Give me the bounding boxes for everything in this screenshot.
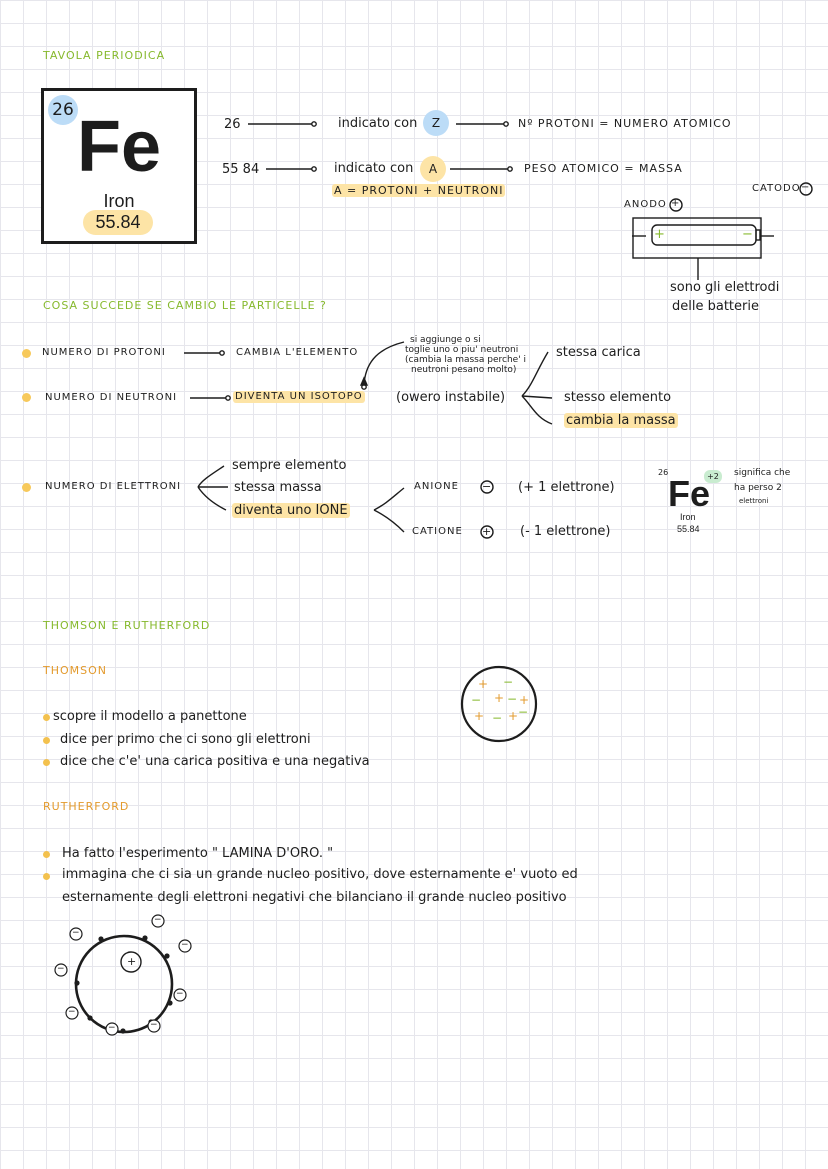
a-result: PESO ATOMICO = MASSA: [524, 162, 683, 175]
bullet: [43, 714, 50, 721]
z-letter: Z: [423, 110, 449, 136]
z-result: Nº PROTONI = NUMERO ATOMICO: [518, 117, 732, 130]
thomson-bullet-2: dice per primo che ci sono gli elettroni: [60, 732, 311, 747]
ion-mass: 55.84: [677, 524, 700, 534]
rutherford-bullet-2-line-1: immagina che ci sia un grande nucleo pos…: [62, 867, 578, 882]
page-title: TAVOLA PERIODICA: [43, 49, 166, 62]
charge-sign: +: [478, 677, 489, 691]
ion-symbol: Fe: [668, 473, 711, 514]
bullet: [22, 483, 31, 492]
charge-sign: −: [518, 705, 529, 719]
z-text: indicato con: [338, 116, 418, 131]
bullet: [22, 349, 31, 358]
bullet: [43, 851, 50, 858]
a-text: indicato con: [334, 161, 414, 176]
ion-note-3: elettroni: [739, 497, 769, 505]
atomic-mass: 55.84: [83, 210, 153, 235]
charge-sign: +: [508, 709, 519, 723]
element-symbol: Fe: [76, 107, 162, 187]
cathode-label: CATODO: [752, 183, 801, 194]
battery-note-2: delle batterie: [672, 299, 759, 314]
protoni-result: CAMBIA L'ELEMENTO: [236, 347, 359, 358]
electron-sign: −: [154, 915, 162, 925]
thomson-bullet-1: scopre il modello a panettone: [53, 709, 247, 724]
bubble-line-3: (cambia la massa perche' i: [405, 355, 527, 365]
branch-mass-changes: cambia la massa: [564, 413, 678, 428]
electron-sign: −: [57, 964, 65, 974]
element-tile: 26 Fe Iron 55.84: [41, 88, 197, 244]
ion-item-1: sempre elemento: [232, 458, 347, 473]
anione-sign: −: [482, 480, 492, 493]
anione-label: ANIONE: [414, 481, 459, 492]
anode-label: ANODO: [624, 199, 667, 210]
electron-sign: −: [181, 940, 189, 950]
catione-note: (- 1 elettrone): [520, 524, 611, 539]
charge-sign: −: [503, 675, 514, 689]
catione-label: CATIONE: [412, 526, 463, 537]
ion-name: Iron: [680, 512, 696, 522]
electron-sign: −: [72, 928, 80, 938]
anode-sign: +: [671, 198, 680, 209]
bullet: [43, 873, 50, 880]
electron-sign: −: [68, 1007, 76, 1017]
ion-item-3: diventa uno IONE: [232, 503, 350, 518]
charge-sign: −: [471, 693, 482, 707]
battery-minus: −: [742, 227, 753, 242]
charge-sign: +: [494, 691, 505, 705]
bubble-line-1: si aggiunge o si: [410, 335, 481, 345]
thomson-bullet-3: dice che c'e' una carica positiva e una …: [60, 754, 370, 769]
electron-sign: −: [176, 989, 184, 999]
battery-note-1: sono gli elettrodi: [670, 280, 780, 295]
elettroni-label: NUMERO DI ELETTRONI: [45, 481, 182, 492]
protoni-label: NUMERO DI PROTONI: [42, 347, 166, 358]
ion-item-2: stessa massa: [234, 480, 322, 495]
branch-same-element: stesso elemento: [564, 390, 672, 405]
charge-sign: +: [474, 709, 485, 723]
atomic-number: 26: [48, 95, 78, 125]
nucleus-sign: +: [127, 955, 137, 968]
cathode-sign: −: [801, 182, 810, 193]
section-title-particles: COSA SUCCEDE SE CAMBIO LE PARTICELLE ?: [43, 299, 327, 312]
element-name: Iron: [103, 191, 135, 211]
electron-sign: −: [150, 1020, 158, 1030]
catione-sign: +: [482, 525, 492, 538]
neutroni-label: NUMERO DI NEUTRONI: [45, 392, 178, 403]
a-value: 55 84: [222, 162, 260, 177]
rutherford-bullet-2-line-2: esternamente degli elettroni negativi ch…: [62, 890, 567, 905]
rutherford-title: RUTHERFORD: [43, 800, 130, 813]
charge-sign: +: [519, 693, 530, 707]
bubble-line-4: neutroni pesano molto): [411, 365, 517, 375]
a-letter: A: [420, 156, 446, 182]
ion-atomic-number: 26: [658, 468, 669, 477]
ion-example-tile: 26 Fe +2 Iron 55.84: [652, 464, 732, 540]
bubble-line-2: toglie uno o piu' neutroni: [405, 345, 519, 355]
charge-sign: −: [492, 711, 503, 725]
section-title-models: THOMSON E RUTHERFORD: [43, 619, 211, 632]
z-value: 26: [224, 117, 241, 132]
a-formula: A = PROTONI + NEUTRONI: [332, 184, 506, 197]
battery-plus: +: [654, 227, 665, 242]
neutroni-note: (owero instabile): [396, 390, 506, 405]
bullet: [43, 759, 50, 766]
ion-note-2: ha perso 2: [734, 483, 782, 493]
ion-note-1: significa che: [734, 468, 791, 478]
bullet: [22, 393, 31, 402]
ion-charge-badge: +2: [704, 470, 722, 483]
branch-same-charge: stessa carica: [556, 345, 641, 360]
anione-note: (+ 1 elettrone): [518, 480, 615, 495]
rutherford-bullet-1: Ha fatto l'esperimento " LAMINA D'ORO. ": [62, 846, 334, 861]
neutroni-result: DIVENTA UN ISOTOPO: [233, 391, 365, 403]
bullet: [43, 737, 50, 744]
thomson-title: THOMSON: [43, 664, 108, 677]
electron-sign: −: [108, 1023, 116, 1033]
charge-sign: −: [507, 692, 518, 706]
